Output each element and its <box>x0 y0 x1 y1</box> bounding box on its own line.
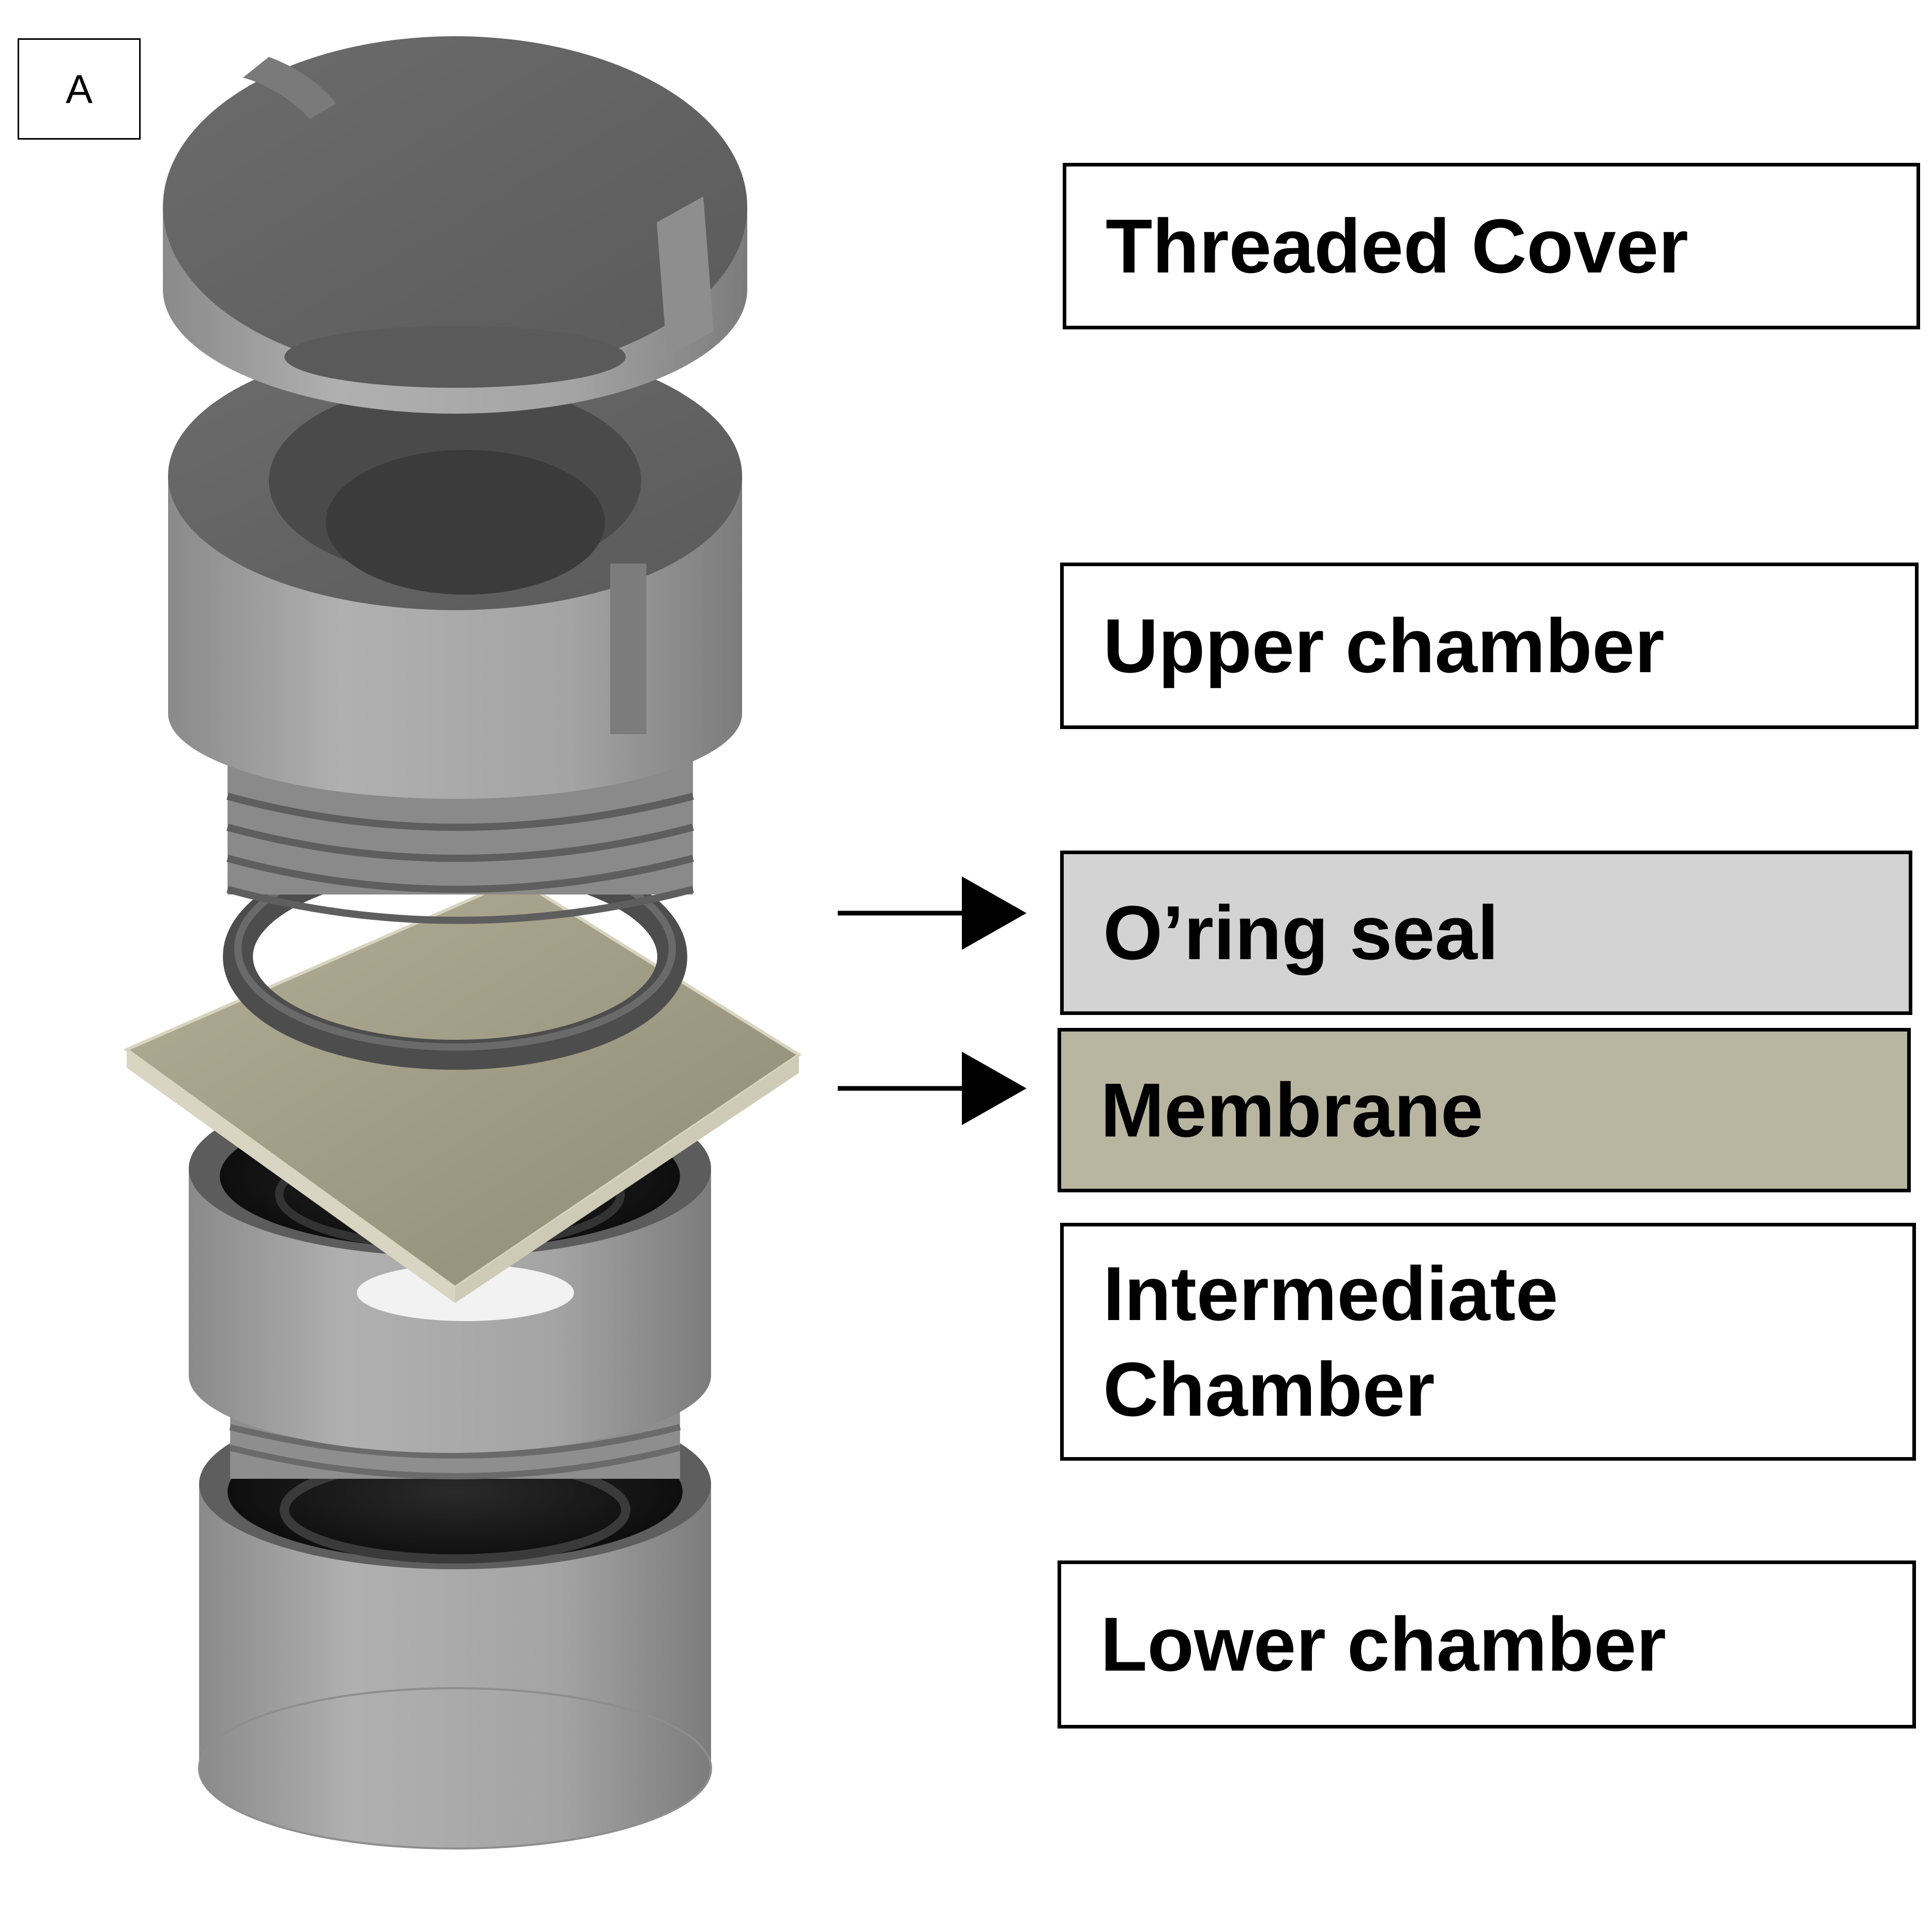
intermediate-chamber-text-line1: Intermediate <box>1103 1251 1559 1337</box>
panel-label: A <box>18 38 141 140</box>
upper-chamber-part <box>168 341 742 924</box>
threaded-cover-part <box>163 36 747 414</box>
threaded-cover-label: Threaded Cover <box>1063 163 1920 329</box>
upper-chamber-label: Upper chamber <box>1060 563 1919 729</box>
oring-seal-label: O’ring seal <box>1060 851 1912 1015</box>
upper-chamber-text: Upper chamber <box>1103 603 1665 689</box>
lower-chamber-label: Lower chamber <box>1058 1560 1916 1729</box>
membrane-label: Membrane <box>1058 1028 1911 1192</box>
arrow-membrane <box>838 1052 1027 1125</box>
threaded-cover-text: Threaded Cover <box>1106 203 1688 289</box>
oring-seal-text: O’ring seal <box>1103 890 1499 976</box>
membrane-part <box>123 877 802 1303</box>
arrow-oring <box>838 876 1027 950</box>
membrane-text: Membrane <box>1100 1067 1484 1153</box>
lower-chamber-text: Lower chamber <box>1100 1602 1666 1687</box>
intermediate-chamber-text-line2: Chamber <box>1103 1347 1435 1432</box>
intermediate-chamber-label: Intermediate Chamber <box>1060 1223 1916 1461</box>
